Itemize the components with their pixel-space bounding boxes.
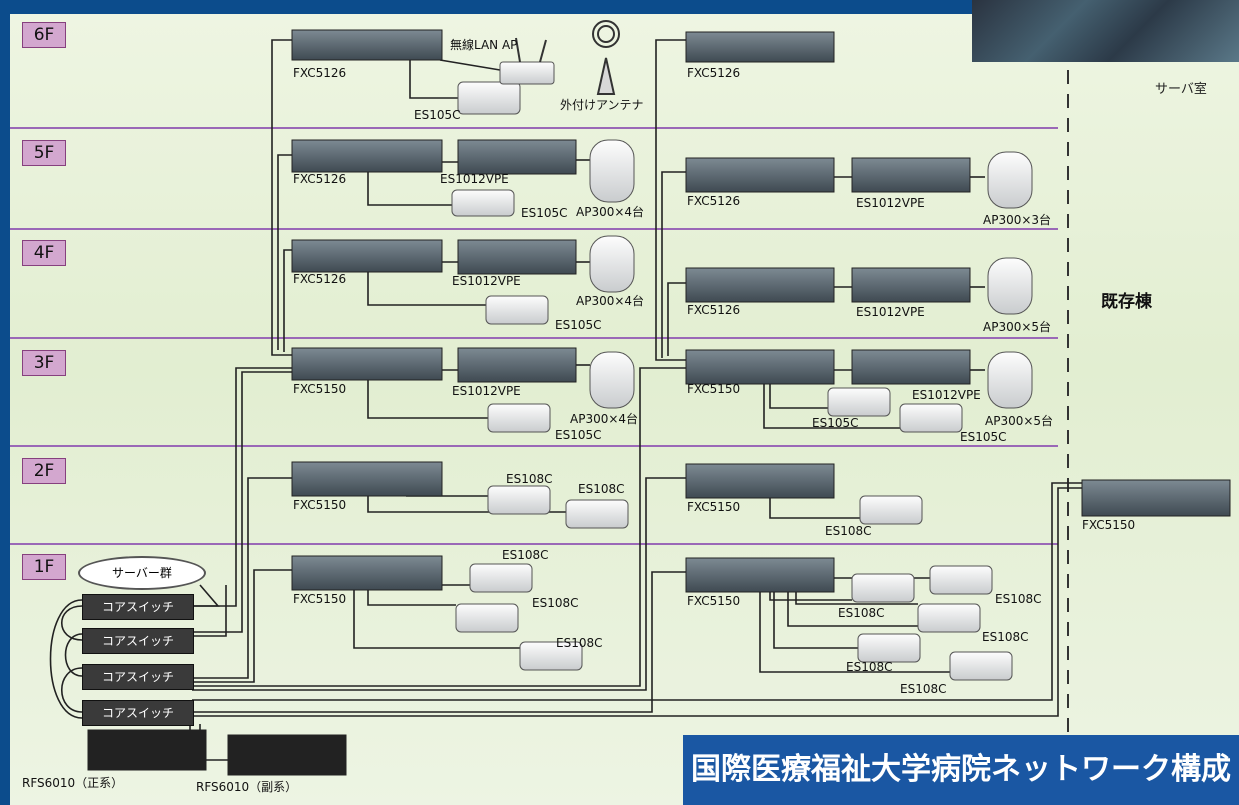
poe-switch-label: ES1012VPE	[856, 305, 925, 319]
hub-label: ES108C	[982, 630, 1029, 644]
hub-label: ES105C	[555, 318, 602, 332]
hub-label: ES108C	[995, 592, 1042, 606]
floor-label-6f: 6F	[22, 22, 66, 48]
floor-divider	[10, 337, 1058, 339]
ap-count-label: AP300×4台	[576, 205, 645, 219]
hub-label: ES108C	[825, 524, 872, 538]
server-room-label: サーバ室	[1155, 82, 1207, 97]
switch-label: FXC5150	[293, 498, 347, 512]
hub-label: ES108C	[502, 548, 549, 562]
floor-divider	[10, 228, 1058, 230]
floor-label-3f: 3F	[22, 350, 66, 376]
switch-label: FXC5150	[687, 382, 741, 396]
hub-label: ES108C	[506, 472, 553, 486]
ap-count-label: AP300×5台	[983, 320, 1052, 334]
hub-label: ES105C	[414, 108, 461, 122]
floor-label-5f: 5F	[22, 140, 66, 166]
poe-switch-label: ES1012VPE	[856, 196, 925, 210]
hub-label: ES108C	[900, 682, 947, 696]
floor-divider	[10, 445, 1058, 447]
switch-label: FXC5126	[293, 66, 347, 80]
hub-label: ES105C	[555, 428, 602, 442]
floor-label-2f: 2F	[22, 458, 66, 484]
ap-count-label: AP300×5台	[985, 414, 1054, 428]
wireless-ap-label: 無線LAN AP	[450, 38, 518, 52]
hub-label: ES108C	[838, 606, 885, 620]
switch-label: FXC5126	[687, 66, 741, 80]
switch-label: FXC5150	[687, 500, 741, 514]
hub-label: ES108C	[846, 660, 893, 674]
switch-label: FXC5126	[293, 172, 347, 186]
existing-building-label: 既存棟	[1101, 292, 1152, 312]
diagram-title: 国際医療福祉大学病院ネットワーク構成	[683, 735, 1239, 805]
poe-switch-label: ES1012VPE	[912, 388, 981, 402]
poe-switch-label: ES1012VPE	[440, 172, 509, 186]
floor-divider	[10, 543, 1058, 545]
antenna-label: 外付けアンテナ	[560, 98, 644, 112]
switch-label: FXC5126	[687, 194, 741, 208]
rfs-primary-label: RFS6010（正系）	[22, 776, 124, 790]
ap-count-label: AP300×4台	[570, 412, 639, 426]
hub-label: ES105C	[960, 430, 1007, 444]
server-room-photo	[972, 0, 1239, 62]
core-switch: コアスイッチ	[82, 628, 194, 654]
switch-label: FXC5150	[1082, 518, 1136, 532]
switch-label: FXC5126	[687, 303, 741, 317]
core-switch: コアスイッチ	[82, 700, 194, 726]
hub-label: ES105C	[521, 206, 568, 220]
hub-label: ES105C	[812, 416, 859, 430]
switch-label: FXC5150	[293, 382, 347, 396]
core-switch: コアスイッチ	[82, 664, 194, 690]
rfs-secondary-label: RFS6010（副系）	[196, 780, 298, 794]
floor-label-4f: 4F	[22, 240, 66, 266]
switch-label: FXC5150	[687, 594, 741, 608]
switch-label: FXC5126	[293, 272, 347, 286]
poe-switch-label: ES1012VPE	[452, 384, 521, 398]
poe-switch-label: ES1012VPE	[452, 274, 521, 288]
core-switch: コアスイッチ	[82, 594, 194, 620]
floor-divider	[10, 127, 1058, 129]
hub-label: ES108C	[532, 596, 579, 610]
hub-label: ES108C	[578, 482, 625, 496]
hub-label: ES108C	[556, 636, 603, 650]
server-group: サーバー群	[78, 556, 206, 590]
ap-count-label: AP300×3台	[983, 213, 1052, 227]
switch-label: FXC5150	[293, 592, 347, 606]
ap-count-label: AP300×4台	[576, 294, 645, 308]
floor-label-1f: 1F	[22, 554, 66, 580]
